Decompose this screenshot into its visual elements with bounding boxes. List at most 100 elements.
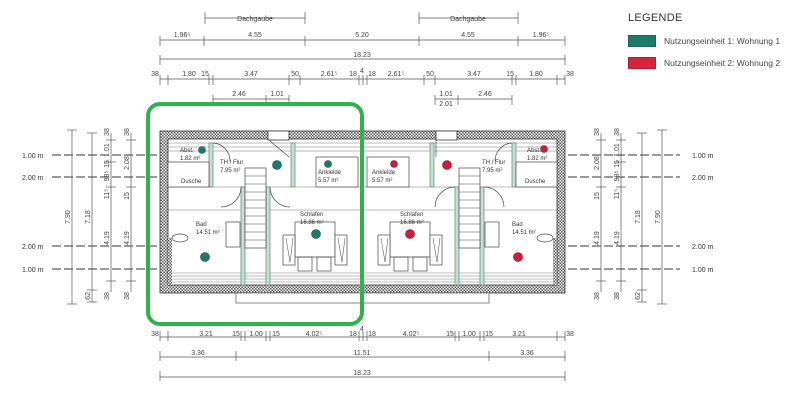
- top-dimension-labels: Dachgaube Dachgaube 1.96⁵ 4.55 5.20 4.55…: [151, 16, 574, 108]
- svg-text:11.51: 11.51: [354, 350, 371, 357]
- svg-text:18: 18: [368, 331, 376, 338]
- unit1-room-labels: Abst. 1.82 m² TH / Flur 7.95 m² Ankleide…: [180, 148, 342, 236]
- svg-text:Bad: Bad: [196, 222, 207, 228]
- svg-text:38: 38: [104, 128, 111, 136]
- svg-text:50: 50: [291, 71, 299, 78]
- unit1-marker-ankleide: [324, 160, 332, 168]
- svg-text:4: 4: [360, 68, 364, 75]
- svg-text:38: 38: [124, 292, 131, 300]
- unit2-marker-abst: [540, 145, 548, 153]
- svg-text:2.08: 2.08: [594, 156, 601, 170]
- svg-text:15: 15: [104, 160, 111, 168]
- svg-text:1.01: 1.01: [270, 91, 284, 98]
- svg-text:4: 4: [360, 326, 364, 333]
- svg-text:98⁵: 98⁵: [104, 171, 111, 182]
- height-line-labels: 1.00 m 2.00 m 2.00 m 1.00 m 1.00 m 2.00 …: [22, 153, 714, 274]
- unit2-color-swatch: [628, 56, 656, 69]
- svg-text:1.01: 1.01: [104, 143, 111, 157]
- svg-text:15: 15: [594, 192, 601, 200]
- svg-text:15: 15: [232, 331, 240, 338]
- svg-text:38: 38: [566, 331, 574, 338]
- svg-text:14.51 m²: 14.51 m²: [512, 230, 536, 236]
- svg-text:3.21: 3.21: [512, 331, 526, 338]
- svg-text:50: 50: [426, 71, 434, 78]
- svg-text:5.57 m²: 5.57 m²: [372, 178, 392, 184]
- svg-text:38: 38: [151, 331, 159, 338]
- svg-text:4.19: 4.19: [594, 231, 601, 245]
- svg-text:4.19: 4.19: [124, 231, 131, 245]
- unit1-color-swatch: [628, 34, 656, 47]
- svg-text:18: 18: [349, 331, 357, 338]
- svg-text:7.95 m²: 7.95 m²: [220, 168, 240, 174]
- svg-text:2.01: 2.01: [439, 101, 453, 108]
- svg-text:1.96⁵: 1.96⁵: [533, 32, 550, 39]
- svg-text:1.00 m: 1.00 m: [692, 267, 714, 274]
- right-dimensions: [596, 129, 667, 305]
- svg-text:2.08: 2.08: [124, 156, 131, 170]
- svg-text:15: 15: [201, 71, 209, 78]
- bottom-dimension-labels: 38 3.21 15 1.00 15 4.02⁵ 18 4 18 4.02⁵ 1…: [151, 326, 574, 377]
- svg-text:7.90: 7.90: [65, 210, 72, 224]
- svg-text:5.57 m²: 5.57 m²: [318, 178, 338, 184]
- svg-text:1.82 m²: 1.82 m²: [527, 156, 547, 162]
- svg-text:15: 15: [485, 331, 493, 338]
- svg-text:15: 15: [614, 160, 621, 168]
- svg-text:18.23: 18.23: [353, 52, 371, 59]
- svg-text:3.36: 3.36: [191, 350, 205, 357]
- svg-text:1.00: 1.00: [462, 331, 476, 338]
- unit1-interior: [167, 139, 359, 272]
- right-dimension-labels: 38 2.08 15 4.19 38 38 1.01 15 98⁵ 11⁵ 4.…: [594, 128, 662, 300]
- svg-text:15: 15: [272, 331, 280, 338]
- legend-title: LEGENDE: [628, 12, 683, 24]
- unit2-marker-bad: [513, 252, 523, 262]
- legend-item-unit2: Nutzungseinheit 2: Wohnung 2: [628, 54, 794, 71]
- svg-text:98⁵: 98⁵: [614, 171, 621, 182]
- unit1-highlight-frame: [146, 102, 364, 326]
- svg-text:Ankleide: Ankleide: [318, 170, 342, 176]
- svg-text:Dachgaube: Dachgaube: [237, 16, 273, 23]
- unit2-marker-schlafen: [405, 229, 415, 239]
- svg-text:1.00 m: 1.00 m: [22, 153, 44, 160]
- svg-text:18: 18: [368, 71, 376, 78]
- svg-text:2.61⁵: 2.61⁵: [388, 71, 405, 78]
- svg-text:Abst.: Abst.: [527, 148, 541, 154]
- svg-text:3.47: 3.47: [244, 71, 258, 78]
- svg-text:TH / Flur: TH / Flur: [482, 160, 505, 166]
- svg-text:2.61⁵: 2.61⁵: [321, 71, 338, 78]
- svg-text:15: 15: [124, 192, 131, 200]
- svg-text:38: 38: [594, 292, 601, 300]
- svg-text:7.18: 7.18: [85, 210, 92, 224]
- svg-text:62: 62: [635, 292, 642, 300]
- svg-text:1.00: 1.00: [249, 331, 263, 338]
- svg-text:TH / Flur: TH / Flur: [220, 160, 243, 166]
- svg-text:15: 15: [446, 331, 454, 338]
- unit2-interior: [366, 140, 558, 272]
- svg-text:1.00 m: 1.00 m: [692, 153, 714, 160]
- svg-text:2.00 m: 2.00 m: [22, 244, 44, 251]
- legend-item-unit1: Nutzungseinheit 1: Wohnung 1: [628, 32, 794, 49]
- svg-text:1.80: 1.80: [182, 71, 196, 78]
- unit1-markers: [198, 146, 332, 262]
- svg-text:Schlafen: Schlafen: [300, 212, 323, 218]
- top-dimensions: [159, 12, 566, 105]
- svg-text:4.19: 4.19: [104, 231, 111, 245]
- svg-text:38: 38: [614, 128, 621, 136]
- partition-walls: [208, 142, 517, 286]
- svg-text:2.46: 2.46: [232, 91, 246, 98]
- unit2-markers: [390, 145, 548, 262]
- svg-text:2.00 m: 2.00 m: [22, 175, 44, 182]
- svg-text:4.02⁵: 4.02⁵: [403, 331, 420, 338]
- svg-text:16.86 m²: 16.86 m²: [300, 220, 324, 226]
- svg-text:38: 38: [566, 71, 574, 78]
- svg-text:1.01: 1.01: [614, 143, 621, 157]
- svg-text:1.00 m: 1.00 m: [22, 267, 44, 274]
- svg-text:5.20: 5.20: [355, 32, 369, 39]
- legend-label-unit1: Nutzungseinheit 1: Wohnung 1: [664, 35, 781, 46]
- unit2-marker-flur: [442, 160, 452, 170]
- svg-text:11⁵: 11⁵: [614, 189, 621, 199]
- legend-label-unit2: Nutzungseinheit 2: Wohnung 2: [664, 57, 781, 68]
- svg-text:4.19: 4.19: [614, 231, 621, 245]
- svg-text:Dusche: Dusche: [181, 179, 202, 185]
- unit2-room-labels: Abst. 1.82 m² TH / Flur 7.95 m² Ankleide…: [372, 148, 547, 236]
